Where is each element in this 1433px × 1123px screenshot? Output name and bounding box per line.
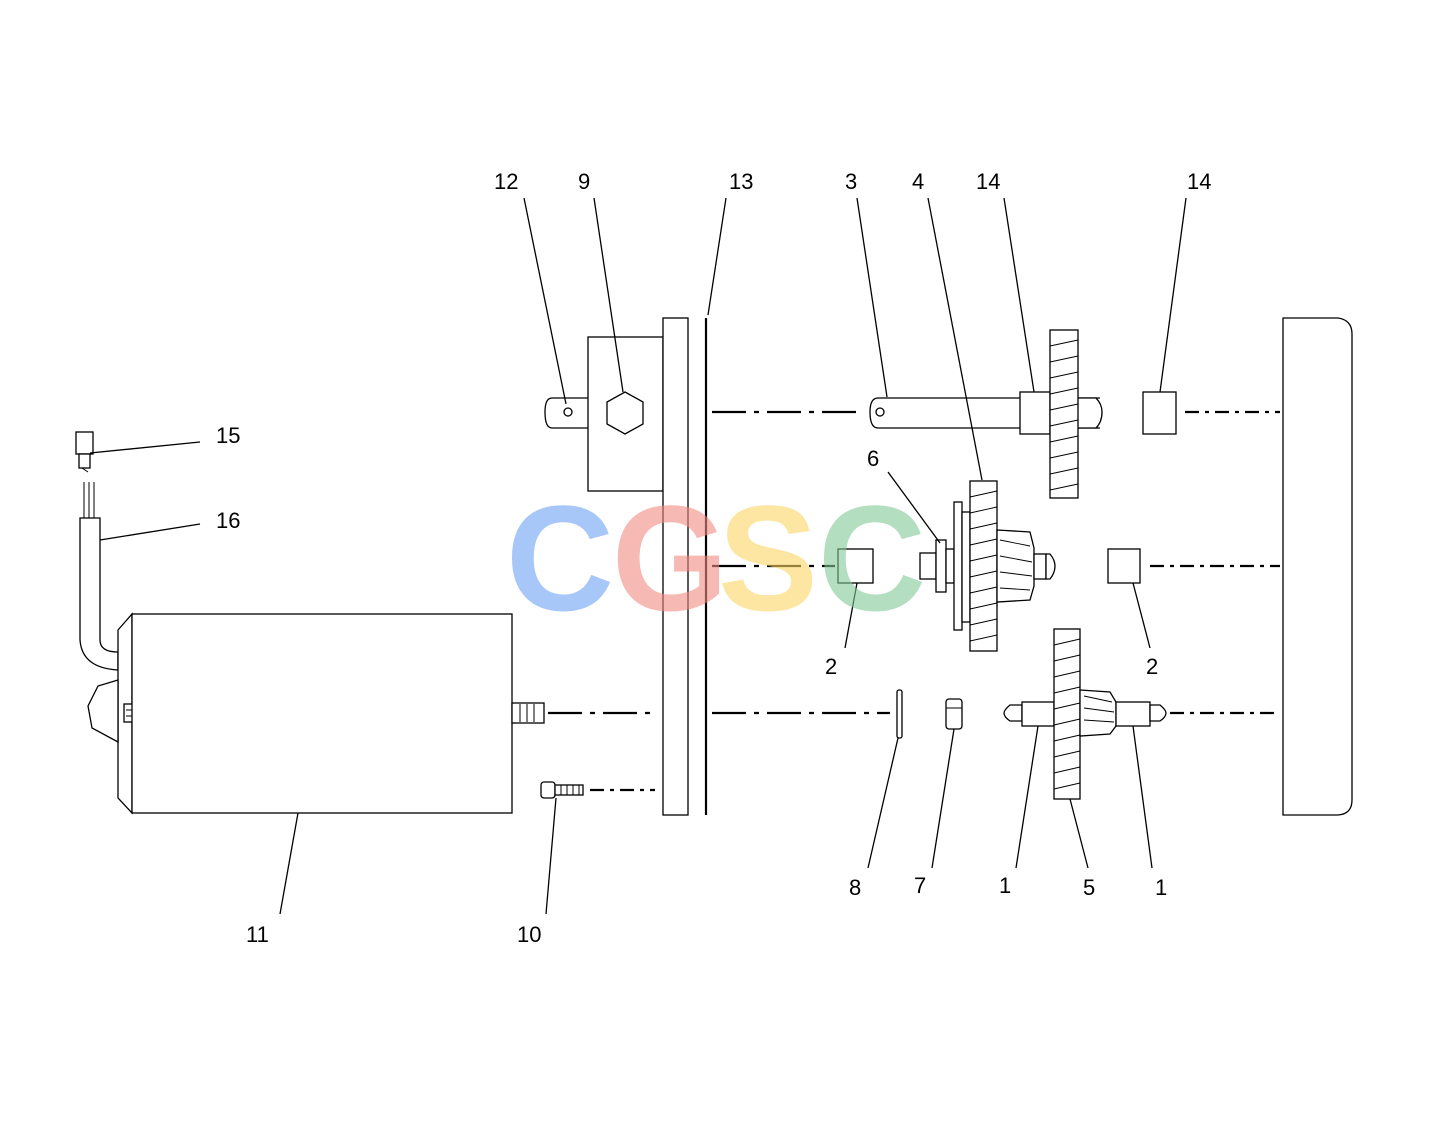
pin-part-12	[544, 397, 588, 429]
bushing-part-2-left	[837, 548, 874, 584]
leader-15	[89, 441, 201, 454]
leader-2b	[1132, 582, 1151, 649]
callout-14a: 14	[976, 169, 1000, 194]
callout-14b: 14	[1187, 169, 1211, 194]
motor-part-11	[87, 612, 545, 815]
lower-gear-assembly	[1003, 628, 1167, 800]
callout-2b: 2	[1146, 654, 1158, 679]
leader-14a	[1003, 197, 1035, 393]
callout-16: 16	[216, 508, 240, 533]
watermark-letter: C	[818, 474, 926, 642]
leader-13	[707, 197, 727, 316]
callout-15: 15	[216, 423, 240, 448]
leader-4	[927, 197, 983, 481]
callout-8: 8	[849, 875, 861, 900]
callout-12: 12	[494, 169, 518, 194]
screw-part-10	[540, 781, 584, 799]
callout-3: 3	[845, 169, 857, 194]
leader-6	[887, 471, 941, 544]
callout-1a: 1	[999, 873, 1011, 898]
callout-2a: 2	[825, 654, 837, 679]
top-gear	[1049, 329, 1079, 499]
bushing-part-2-right	[1107, 548, 1141, 584]
callout-13: 13	[729, 169, 753, 194]
callout-4: 4	[912, 169, 924, 194]
watermark-letter: G	[612, 474, 729, 642]
bushing-part-14-right	[1142, 391, 1177, 435]
leader-1a	[1015, 725, 1039, 869]
callout-11: 11	[246, 922, 269, 947]
callout-7: 7	[914, 873, 926, 898]
bushing-part-7	[945, 698, 963, 730]
assembly-axes	[548, 410, 1280, 792]
bushing-part-14-top	[1019, 391, 1051, 435]
leader-12	[523, 197, 567, 405]
connector-part-15	[75, 431, 94, 473]
leader-7	[931, 728, 955, 869]
watermark-letter: S	[718, 474, 818, 642]
callout-1b: 1	[1155, 875, 1167, 900]
end-cover	[1282, 317, 1353, 816]
leader-3	[856, 197, 888, 398]
plate-part-13	[662, 317, 708, 816]
leader-1b	[1132, 725, 1153, 869]
cable-part-16	[79, 482, 119, 671]
watermark-letter: C	[506, 474, 614, 642]
leader-11	[279, 812, 299, 915]
callout-labels: 12 9 13 3 4 14 14 15 16 6 2 2 8 7 1 5 1 …	[216, 169, 1211, 947]
leader-14b	[1159, 197, 1187, 393]
bracket-part-9	[587, 336, 664, 492]
gear-cluster-part-4	[919, 480, 1056, 652]
leader-9	[593, 197, 624, 393]
leader-8	[867, 737, 899, 869]
callout-9: 9	[578, 169, 590, 194]
leader-5	[1069, 798, 1089, 869]
leader-10	[545, 797, 557, 915]
leader-16	[99, 523, 201, 541]
leader-lines	[89, 197, 1187, 915]
callout-10: 10	[517, 922, 541, 947]
callout-5: 5	[1083, 875, 1095, 900]
callout-6: 6	[867, 446, 879, 471]
pin-part-8	[896, 689, 903, 739]
leader-2a	[844, 582, 858, 649]
